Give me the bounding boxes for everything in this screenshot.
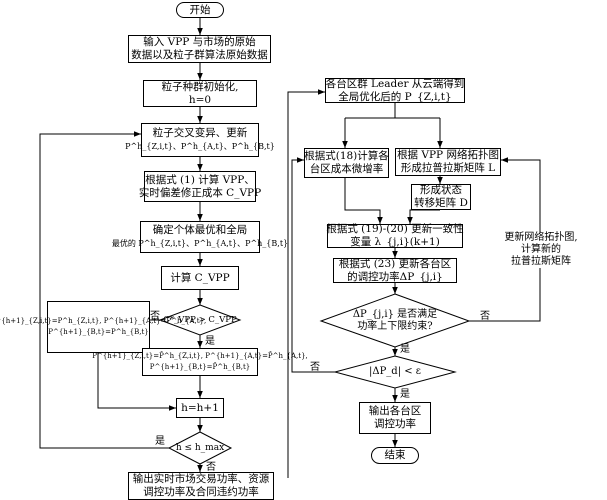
assign-left-line-2: P^{h+1}_{B,t}=P^h_{B,t}	[48, 328, 149, 336]
decision-limits-line-2: 功率上下限约束?	[357, 320, 433, 332]
output-left-line-1: 输出实时市场交易功率、资源	[132, 473, 270, 485]
decision-hmax: h ≤ h_max	[169, 432, 231, 464]
calc-cvpp-node: 计算 C_VPP	[161, 266, 239, 290]
decision-eps-shape	[333, 355, 457, 389]
update-topology-line-3: 拉普拉斯矩阵	[500, 256, 582, 268]
edge-transfer-consensus	[407, 209, 440, 224]
decision-cmp-text: C*_VPP > C_VPP	[163, 315, 237, 325]
best-line-2: 最优的 P^h_{Z,i,t}、P^h_{A,t}、P^h_{B,t}	[111, 239, 289, 248]
input-line-2: 数据以及粒子群算法原始数据	[131, 49, 268, 61]
assign-left-line-1: P^{h+1}_{Z,i,t}=P^h_{Z,i,t}, P^{h+1}_{A,…	[0, 317, 207, 325]
crossover-node: 粒子交叉变异、更新 P^h_{Z,i,t}、P^h_{A,t}、P^h_{B,t…	[125, 123, 275, 157]
output-left-node: 输出实时市场交易功率、资源 调控功率及合同违约功率	[128, 472, 274, 500]
edge-eps-no	[291, 157, 335, 373]
cost-line-1: 根据式(18)计算各	[304, 150, 389, 162]
label-limits-no: 否	[480, 311, 490, 322]
compute-vpp-line-1: 根据式 (1) 计算 VPP、	[145, 173, 255, 186]
update-topology-text: 更新网络拓扑图, 计算新的 拉普拉斯矩阵	[500, 232, 582, 268]
edge-topology-laplace	[501, 157, 541, 232]
decision-eps: |ΔP_d| < ε	[335, 356, 455, 388]
crossover-line-1: 粒子交叉变异、更新	[152, 127, 248, 139]
laplace-line-1: 根据 VPP 网络拓扑图	[397, 149, 499, 161]
label-hmax-yes: 是	[155, 436, 165, 447]
leader-line-1: 各台区群 Leader 从云端得到	[325, 77, 465, 90]
label-cmp-yes: 是	[205, 336, 215, 347]
output-right-node: 输出各台区 调控功率	[359, 402, 431, 434]
edge-limits-no	[468, 262, 541, 322]
compute-vpp-node: 根据式 (1) 计算 VPP、 实时偏差修正成本 C_VPP	[139, 171, 261, 202]
consensus-node: 根据式 (19)-(20) 更新一致性 变量 λ_{j,i}(k+1)	[326, 223, 464, 248]
leader-line-2: 全局优化后的 P_{Z,i,t}	[338, 90, 452, 103]
update-power-line-1: 根据式 (23) 更新各台区	[338, 257, 452, 270]
label-cmp-no: 否	[150, 311, 160, 322]
assign-right-line-1: P^{h+1}_{Z,i,t}=P̂^h_{Z,i,t}, P^{h+1}_{A…	[92, 352, 308, 360]
assign-right-node: P^{h+1}_{Z,i,t}=P̂^h_{Z,i,t}, P^{h+1}_{A…	[92, 348, 308, 376]
output-right-line-1: 输出各台区	[368, 405, 422, 417]
transfer-line-1: 形成状态	[420, 184, 462, 196]
cost-line-2: 台区成本微增率	[309, 163, 384, 175]
best-line-1: 确定个体最优和全局	[152, 224, 248, 236]
init-line-2: h=0	[188, 93, 212, 106]
label-eps-no: 否	[310, 362, 320, 373]
decision-hmax-shape	[167, 431, 233, 465]
laplace-line-2: 形成拉普拉斯矩阵 L	[400, 162, 496, 174]
edge-assign-left-hinc	[97, 353, 176, 411]
compute-vpp-line-2: 实时偏差修正成本 C_VPP	[138, 186, 262, 199]
best-node: 确定个体最优和全局 最优的 P^h_{Z,i,t}、P^h_{A,t}、P^h_…	[112, 221, 288, 253]
calc-cvpp-label: 计算 C_VPP	[170, 271, 230, 284]
end-label: 结束	[384, 449, 406, 461]
init-node: 粒子种群初始化, h=0	[143, 80, 257, 107]
label-hmax-no: 否	[206, 462, 216, 473]
assign-right-line-2: P^{h+1}_{B,t}=P̂^h_{B,t}	[149, 363, 251, 371]
update-topology-line-2: 计算新的	[500, 244, 582, 256]
update-topology-line-1: 更新网络拓扑图,	[500, 232, 582, 244]
start-node: 开始	[176, 2, 224, 18]
consensus-line-2: 变量 λ_{j,i}(k+1)	[350, 236, 440, 248]
decision-cmp-shape	[158, 304, 242, 336]
edge-output-leader	[287, 89, 325, 478]
label-limits-yes: 是	[400, 344, 410, 355]
decision-eps-text: |ΔP_d| < ε	[368, 366, 421, 377]
consensus-line-1: 根据式 (19)-(20) 更新一致性	[326, 223, 464, 235]
end-node: 结束	[371, 447, 419, 464]
h-increment-node: h=h+1	[176, 398, 224, 418]
cost-increment-node: 根据式(18)计算各 台区成本微增率	[304, 148, 389, 178]
update-power-line-2: 的调控功率ΔP_{j,i}	[347, 270, 443, 283]
decision-limits-line-1: ΔP_{j,i} 是否满足	[352, 308, 438, 320]
input-line-1: 输入 VPP 与市场的原始	[143, 36, 256, 48]
transfer-line-2: 转移矩阵 D	[414, 197, 468, 209]
leader-node: 各台区群 Leader 从云端得到 全局优化后的 P_{Z,i,t}	[325, 78, 465, 103]
output-left-line-2: 调控功率及合同违约功率	[143, 486, 259, 498]
laplace-node: 根据 VPP 网络拓扑图 形成拉普拉斯矩阵 L	[395, 148, 501, 176]
decision-hmax-text: h ≤ h_max	[175, 443, 225, 453]
edge-cost-consensus	[344, 178, 383, 224]
decision-limits-shape	[319, 293, 471, 348]
start-label: 开始	[189, 3, 211, 16]
update-power-node: 根据式 (23) 更新各台区 的调控功率ΔP_{j,i}	[333, 258, 457, 283]
decision-cmp: C*_VPP > C_VPP	[160, 305, 240, 335]
label-eps-yes: 是	[400, 389, 410, 400]
transfer-node: 形成状态 转移矩阵 D	[411, 184, 471, 210]
edge-hmax-loop	[39, 131, 170, 449]
decision-limits: ΔP_{j,i} 是否满足 功率上下限约束?	[321, 294, 469, 347]
h-increment-label: h=h+1	[181, 401, 219, 414]
init-line-1: 粒子种群初始化,	[161, 80, 239, 93]
output-right-line-2: 调控功率	[374, 418, 416, 430]
crossover-line-2: P^h_{Z,i,t}、P^h_{A,t}、P^h_{B,t}	[125, 142, 275, 151]
assign-left-node: P^{h+1}_{Z,i,t}=P^h_{Z,i,t}, P^{h+1}_{A,…	[0, 301, 206, 353]
input-data-node: 输入 VPP 与市场的原始 数据以及粒子群算法原始数据	[128, 35, 271, 63]
